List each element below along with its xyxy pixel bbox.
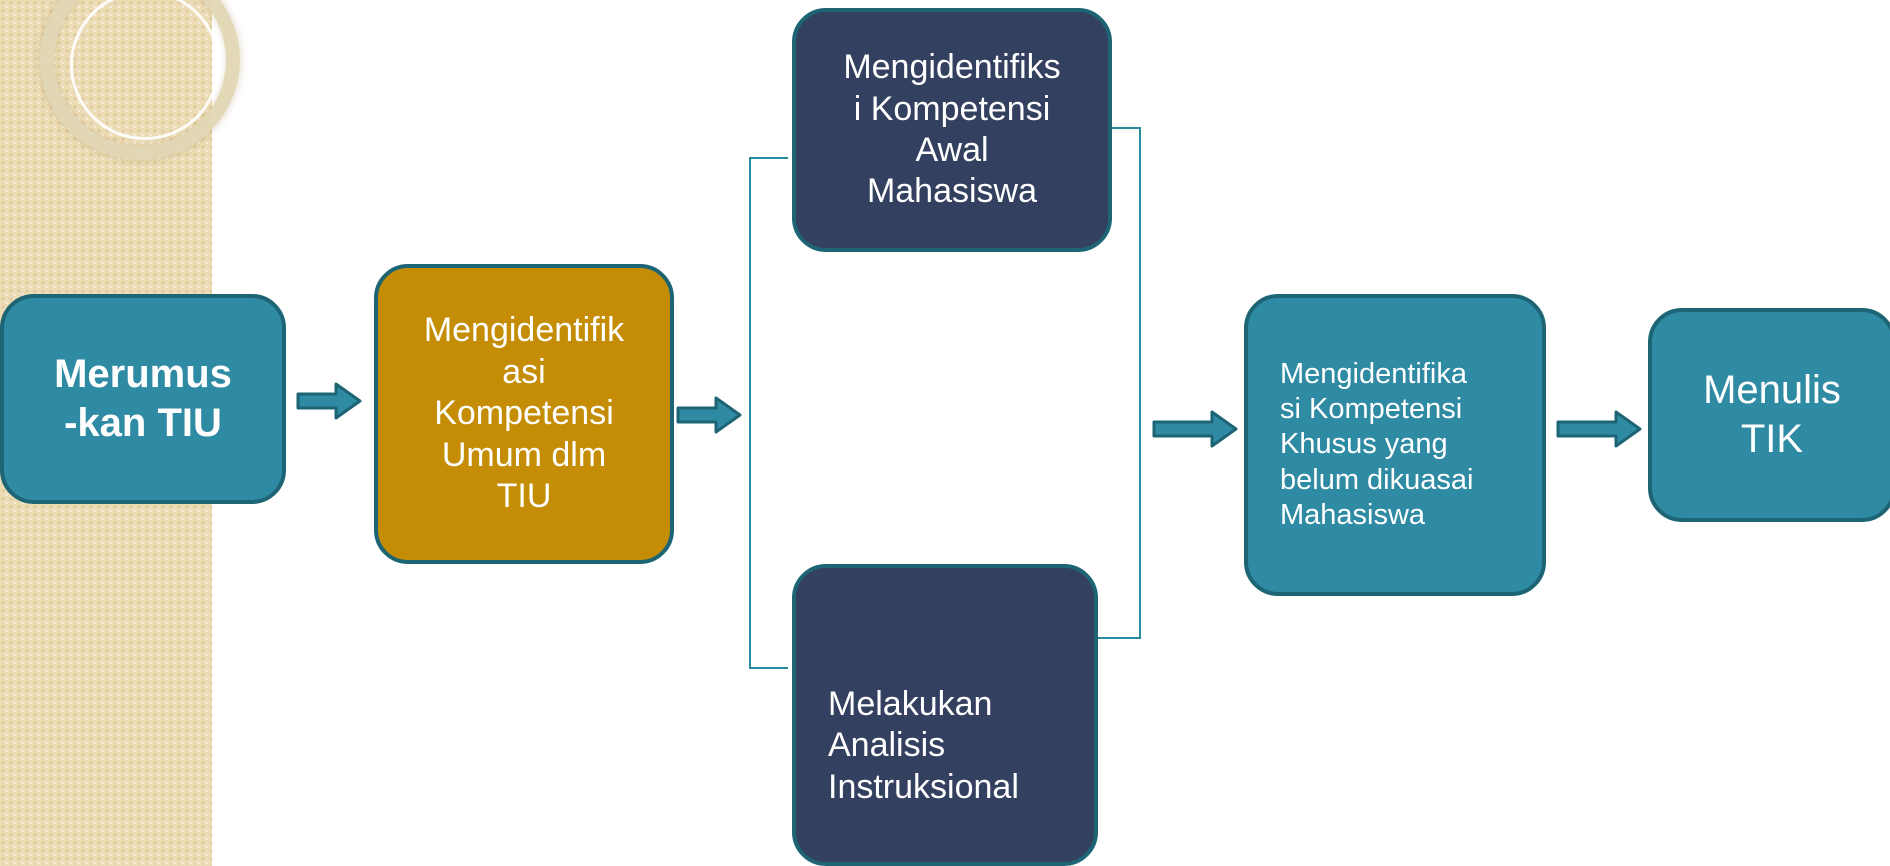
step-analisis-instruksional: Melakukan Analisis Instruksional: [792, 564, 1098, 866]
right-arrow-icon: [1152, 410, 1238, 448]
right-arrow-icon: [676, 396, 742, 434]
step-label: Mengidentifik asi Kompetensi Umum dlm TI…: [423, 311, 625, 516]
step-menulis-tik: Menulis TIK: [1648, 308, 1890, 522]
left-bracket-connector: [749, 157, 788, 669]
step-label: Mengidentifiks i Kompetensi Awal Mahasis…: [843, 48, 1061, 211]
step-label: Menulis TIK: [1703, 368, 1841, 461]
right-arrow-icon: [296, 382, 362, 420]
step-label: Melakukan Analisis Instruksional: [828, 684, 1019, 806]
step-merumuskan-tiu: Merumus -kan TIU: [0, 294, 286, 504]
decorative-ring-highlight: [70, 0, 220, 140]
step-identifikasi-kompetensi-umum: Mengidentifik asi Kompetensi Umum dlm TI…: [374, 264, 674, 564]
step-identifikasi-kompetensi-khusus: Mengidentifika si Kompetensi Khusus yang…: [1244, 294, 1546, 596]
step-identifikasi-kompetensi-awal: Mengidentifiks i Kompetensi Awal Mahasis…: [792, 8, 1112, 252]
right-arrow-icon: [1556, 410, 1642, 448]
step-label: Merumus -kan TIU: [54, 352, 232, 445]
step-label: Mengidentifika si Kompetensi Khusus yang…: [1280, 357, 1474, 532]
right-bracket-connector: [1098, 127, 1141, 639]
